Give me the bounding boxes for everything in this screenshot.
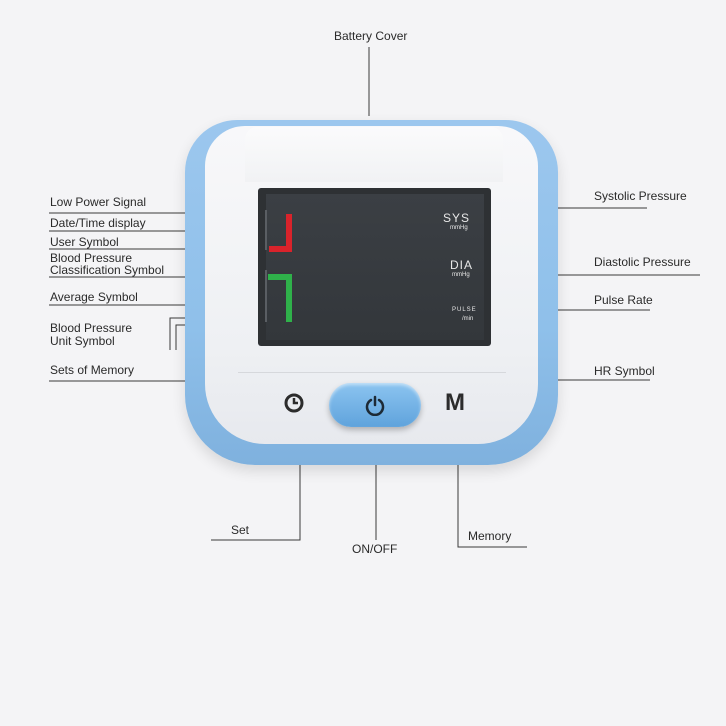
set-button[interactable] (283, 392, 305, 414)
classification-indicator-icon (262, 200, 302, 330)
date-time-label: Date/Time display (50, 217, 146, 230)
lcd-pulse-label: PULSE (452, 307, 477, 313)
bp-class-label-line2: Classification Symbol (50, 264, 164, 277)
low-power-label: Low Power Signal (50, 196, 146, 209)
user-symbol-label: User Symbol (50, 236, 119, 249)
lcd-sys-unit: mmHg (450, 225, 468, 231)
sets-memory-label: Sets of Memory (50, 364, 134, 377)
lcd-dia-unit: mmHg (452, 272, 470, 278)
lcd-dia-label: DIA (450, 258, 473, 272)
lcd-pulse-unit: /min (462, 316, 473, 322)
bp-unit-label-line2: Unit Symbol (50, 335, 115, 348)
systolic-label: Systolic Pressure (594, 190, 687, 203)
battery-cover-label: Battery Cover (334, 30, 407, 43)
pulse-rate-label: Pulse Rate (594, 294, 653, 307)
memory-button[interactable]: M (441, 389, 469, 417)
hr-symbol-label: HR Symbol (594, 365, 655, 378)
on-off-label: ON/OFF (352, 543, 397, 556)
diastolic-label: Diastolic Pressure (594, 256, 691, 269)
power-icon (364, 394, 386, 416)
set-label: Set (231, 524, 249, 537)
average-label: Average Symbol (50, 291, 138, 304)
memory-label: Memory (468, 530, 511, 543)
battery-cover (245, 127, 503, 182)
on-off-button[interactable] (329, 383, 421, 427)
panel-divider (238, 372, 506, 373)
lcd-sys-label: SYS (443, 211, 470, 225)
clock-icon (283, 392, 305, 414)
